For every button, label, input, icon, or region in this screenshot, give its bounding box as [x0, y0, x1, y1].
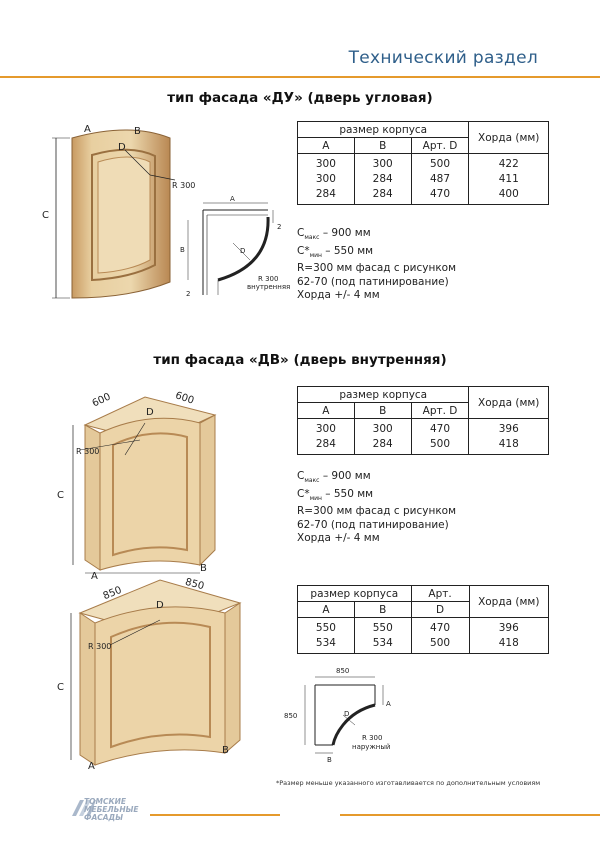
label-c: C	[42, 210, 49, 221]
table-col-a: A	[297, 402, 355, 419]
table-col-d: Арт. D	[410, 137, 470, 154]
diag3-label-850-left: 850	[284, 712, 298, 720]
section1-spec-table: размер корпуса Хорда (мм) A B Арт. D 300…	[296, 121, 549, 205]
table-col-a: A	[297, 137, 355, 154]
cab2-label-d: D	[156, 600, 164, 611]
logo-line-1: ТОМСКИЕ	[84, 797, 126, 806]
cab1-label-c: C	[57, 490, 64, 501]
cab2-label-b: B	[222, 745, 229, 756]
diag-label-2b: 2	[186, 290, 191, 298]
table-col-b: B	[353, 402, 412, 419]
cab2-label-c: C	[57, 682, 64, 693]
table-col-b: B	[353, 601, 412, 618]
cab1-label-d: D	[146, 407, 154, 418]
diag-label-r300: R 300	[258, 275, 279, 283]
diag3-label-b: B	[327, 756, 332, 764]
section2-title: тип фасада «ДВ» (дверь внутренняя)	[153, 352, 447, 368]
label-b: B	[134, 126, 141, 137]
large-cabinet-illustration	[70, 579, 242, 766]
table-group-header: размер корпуса	[296, 386, 470, 403]
label-a: A	[84, 124, 91, 135]
footer-divider-left	[150, 814, 280, 816]
table-col-d: Арт. D	[410, 402, 470, 419]
table-chord-header: Хорда (мм)	[468, 386, 549, 419]
table-group-header: размер корпуса	[297, 585, 412, 602]
brand-logo: ТОМСКИЕ МЕБЕЛЬНЫЕ ФАСАДЫ	[70, 796, 150, 822]
cab1-label-a: A	[91, 571, 98, 582]
table-col-d: D	[410, 601, 470, 618]
cab2-label-a: A	[88, 761, 95, 772]
diag-label-d: D	[240, 247, 246, 255]
table-chord-header: Хорда (мм)	[468, 585, 549, 618]
table-group-header: размер корпуса	[296, 121, 470, 138]
section2-notes: Смакс – 900 мм С*мин – 550 мм R=300 мм ф…	[297, 470, 457, 545]
footer-note: *Размер меньше указанного изготавливаетс…	[276, 779, 541, 787]
inner-door-cabinet-illustration	[72, 396, 217, 574]
large-cabinet-plan-diagram	[304, 676, 384, 754]
diag3-label-r300: R 300	[362, 734, 383, 742]
diag3-label-d: D	[344, 710, 350, 718]
table-chord-header: Хорда (мм)	[468, 121, 549, 154]
diag-label-2a: 2	[277, 223, 282, 231]
logo-line-2: МЕБЕЛЬНЫЕ	[84, 805, 139, 814]
table-art-header: Арт.	[410, 585, 470, 602]
table-col-b: B	[353, 137, 412, 154]
label-d: D	[118, 142, 126, 153]
section1-notes: Смакс – 900 мм С*мин – 550 мм R=300 мм ф…	[297, 227, 457, 302]
diag3-label-a: A	[386, 700, 391, 708]
page-header-title: Технический раздел	[348, 48, 538, 68]
footer-divider-right	[340, 814, 600, 816]
cab1-label-r300: R 300	[76, 447, 100, 456]
cab1-label-b: B	[200, 563, 207, 574]
logo-icon	[72, 800, 96, 816]
logo-line-3: ФАСАДЫ	[84, 813, 124, 822]
cab2-label-r300: R 300	[88, 642, 112, 651]
diag3-label-outer: наружный	[352, 743, 391, 751]
diag-label-b: B	[180, 246, 185, 254]
section2-spec-table: размер корпуса Хорда (мм) A B Арт. D 300…	[296, 386, 549, 455]
table-col-a: A	[297, 601, 355, 618]
diag-label-a: A	[230, 195, 235, 203]
diag3-label-850-top: 850	[336, 667, 350, 675]
corner-door-illustration	[52, 129, 176, 299]
section1-title: тип фасада «ДУ» (дверь угловая)	[167, 90, 433, 106]
label-r300: R 300	[172, 181, 196, 190]
diag-label-inner: внутренняя	[247, 283, 291, 291]
section3-spec-table: размер корпуса Арт. Хорда (мм) A B D 550…	[297, 585, 549, 654]
corner-door-plan-diagram	[187, 202, 274, 295]
header-divider	[0, 76, 600, 78]
